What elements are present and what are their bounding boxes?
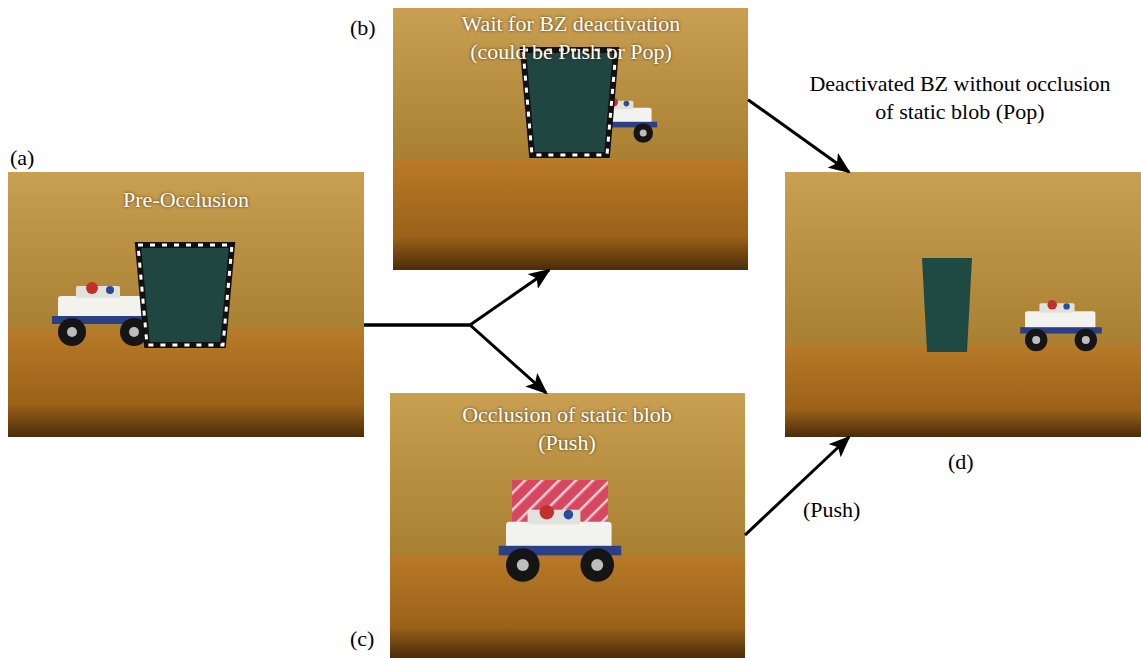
photo-b [393,8,748,270]
edge-label: (Push) [800,497,863,523]
arrow-connector [748,100,849,172]
arrow-connector [364,325,546,393]
photo-d [785,172,1141,437]
panel-label: (c) [350,625,374,653]
panel-caption: Wait for BZ deactivation (could be Push … [431,10,711,66]
photo-panel: Deactivated BZ without occlusion of stat… [785,172,1141,437]
panel-caption: Pre-Occlusion [8,186,364,214]
panel-label: Deactivated BZ without occlusion of stat… [805,70,1115,126]
photo-panel: (c)Occlusion of static blob (Push) [390,393,745,658]
panel-caption: Occlusion of static blob (Push) [462,401,672,457]
photo-panel: (a)Pre-Occlusion [8,172,364,437]
photo-panel: (b)Wait for BZ deactivation (could be Pu… [393,8,748,270]
arrow-connector [364,270,549,325]
panel-label: (a) [10,144,34,172]
photo-c [390,393,745,658]
photo-a [8,172,364,437]
panel-label: (d) [948,448,974,476]
panel-label: (b) [350,14,376,42]
